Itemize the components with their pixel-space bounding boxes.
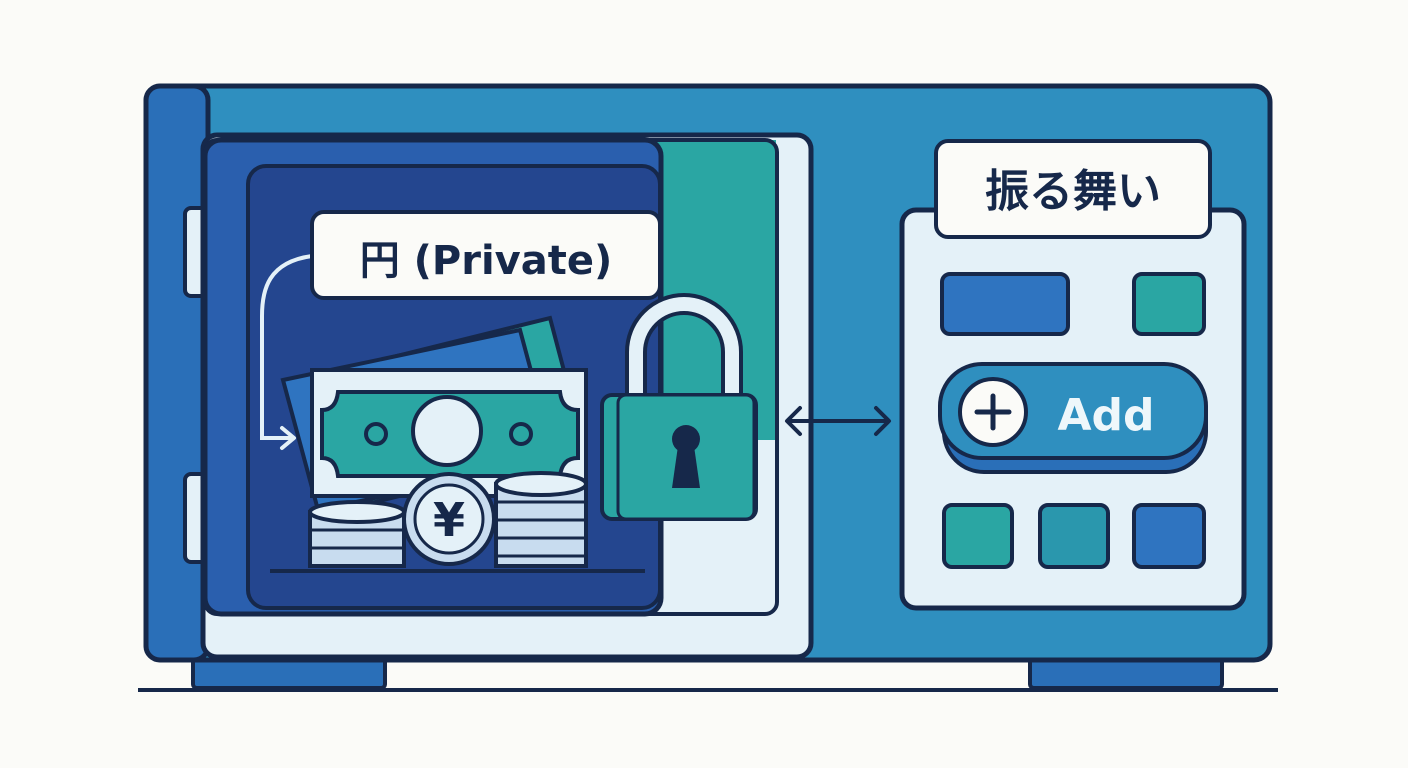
padlock-icon — [600, 293, 758, 521]
behavior-label-text: 振る舞い — [985, 166, 1161, 217]
private-label-text: 円 (Private) — [360, 238, 613, 284]
coin-stack-icon: ¥ — [308, 471, 588, 568]
banknote-icon — [280, 315, 588, 515]
control-tile-wide[interactable] — [940, 272, 1070, 336]
control-tile-bottom-1[interactable] — [942, 503, 1014, 569]
control-tile-bottom-3[interactable] — [1132, 503, 1206, 569]
yen-symbol: ¥ — [433, 493, 465, 547]
curved-arrow-head — [280, 426, 296, 450]
control-tile-bottom-2[interactable] — [1038, 503, 1110, 569]
add-button-label: Add — [1057, 390, 1154, 441]
double-arrow-icon — [785, 406, 891, 436]
safe-hinge-strip — [143, 83, 211, 663]
behavior-label: 振る舞い — [934, 139, 1212, 239]
private-label: 円 (Private) — [310, 210, 662, 300]
control-tile-small[interactable] — [1132, 272, 1206, 336]
add-button[interactable]: Add — [938, 362, 1208, 474]
curved-arrow — [260, 254, 313, 440]
